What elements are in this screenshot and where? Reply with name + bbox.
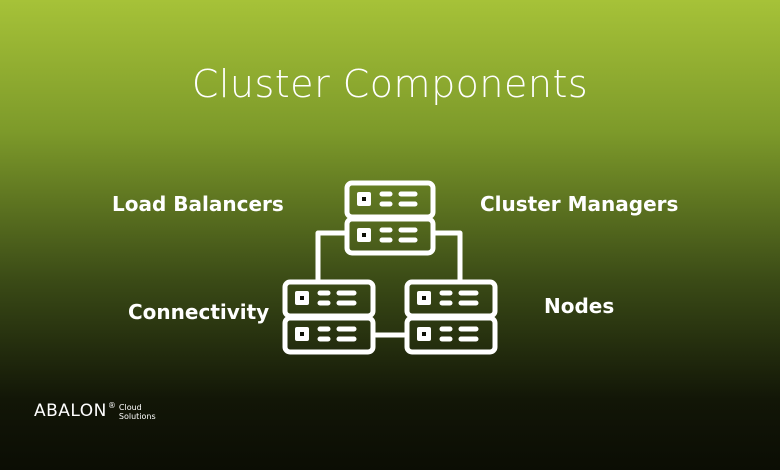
label-cluster-managers: Cluster Managers — [480, 192, 679, 216]
server-unit-left — [282, 279, 376, 355]
server-unit-top — [344, 180, 436, 256]
logo-tagline-line2: Solutions — [118, 412, 156, 421]
page-title: Cluster Components — [191, 62, 589, 106]
logo-tagline: Cloud Solutions — [119, 403, 156, 421]
logo-registered-mark: ® — [107, 401, 116, 410]
label-nodes: Nodes — [544, 294, 615, 318]
logo-tagline-line1: Cloud — [118, 403, 142, 412]
logo-name: ABALON — [34, 401, 107, 421]
label-connectivity: Connectivity — [128, 300, 270, 324]
server-cluster-icon — [270, 170, 510, 360]
server-unit-right — [404, 279, 498, 355]
label-load-balancers: Load Balancers — [112, 192, 284, 216]
abalon-logo: ABALON ® Cloud Solutions — [34, 401, 156, 421]
